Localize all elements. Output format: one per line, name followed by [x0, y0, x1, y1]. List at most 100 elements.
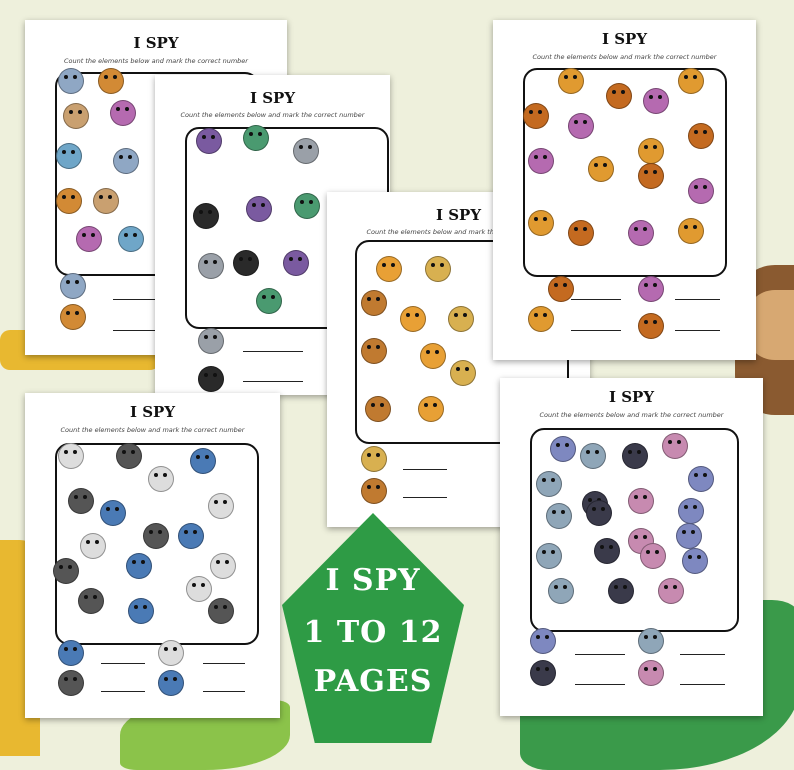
zebras-animal-icon	[78, 588, 104, 614]
giraffes-and-tigers-animal-icon	[425, 256, 451, 282]
zebras-animal-icon	[158, 670, 184, 696]
zebras-animal-icon	[208, 598, 234, 624]
lions-animal-icon	[528, 210, 554, 236]
zebras-animal-icon	[178, 523, 204, 549]
hippos-and-elephants-animal-icon	[536, 543, 562, 569]
answer-line	[675, 330, 720, 331]
zebras-animal-icon	[210, 553, 236, 579]
lions-animal-icon	[678, 218, 704, 244]
page-title: I SPY	[133, 34, 179, 52]
hippos-and-elephants-animal-icon	[688, 466, 714, 492]
lions-animal-icon	[558, 68, 584, 94]
page-subtitle: Count the elements below and mark the co…	[532, 53, 717, 61]
answer-line	[575, 654, 625, 655]
hippos-and-elephants-animal-icon	[548, 578, 574, 604]
answer-line	[575, 684, 625, 685]
badge-line-2: 1 TO 12	[303, 615, 443, 650]
lions-animal-icon	[638, 313, 664, 339]
lions-animal-icon	[643, 88, 669, 114]
answer-line	[243, 381, 303, 382]
giraffes-and-tigers-animal-icon	[400, 306, 426, 332]
answer-line	[203, 663, 245, 664]
page-title: I SPY	[601, 30, 648, 48]
hippos-and-elephants-animal-icon	[586, 500, 612, 526]
giraffes-and-tigers-animal-icon	[418, 396, 444, 422]
zebras-animal-icon	[158, 640, 184, 666]
turtles-and-bears-animal-icon	[198, 253, 224, 279]
turtles-and-bears-animal-icon	[233, 250, 259, 276]
safari-animals-animal-icon	[56, 188, 82, 214]
safari-animals-animal-icon	[93, 188, 119, 214]
lions-animal-icon	[678, 68, 704, 94]
turtles-and-bears-animal-icon	[243, 125, 269, 151]
turtles-and-bears-animal-icon	[256, 288, 282, 314]
answer-line	[680, 654, 725, 655]
zebras-animal-icon	[148, 466, 174, 492]
zebras-animal-icon	[58, 670, 84, 696]
lions-animal-icon	[628, 220, 654, 246]
giraffes-and-tigers-animal-icon	[376, 256, 402, 282]
safari-animals-animal-icon	[56, 143, 82, 169]
hippos-and-elephants-animal-icon	[580, 443, 606, 469]
hippos-and-elephants-animal-icon	[608, 578, 634, 604]
giraffes-and-tigers-animal-icon	[361, 478, 387, 504]
badge-line-1: I SPY	[325, 563, 421, 598]
answer-line	[243, 351, 303, 352]
lions-animal-icon	[568, 220, 594, 246]
answer-line	[675, 299, 720, 300]
zebras-animal-icon	[143, 523, 169, 549]
hippos-and-elephants-animal-icon	[678, 498, 704, 524]
hippos-and-elephants-animal-icon	[622, 443, 648, 469]
zebras-animal-icon	[116, 443, 142, 469]
hippos-and-elephants-animal-icon	[682, 548, 708, 574]
lions-animal-icon	[588, 156, 614, 182]
lions-animal-icon	[548, 276, 574, 302]
giraffes-and-tigers-animal-icon	[361, 290, 387, 316]
zebras-animal-icon	[58, 640, 84, 666]
answer-line	[101, 663, 145, 664]
giraffes-and-tigers-animal-icon	[448, 306, 474, 332]
giraffes-and-tigers-animal-icon	[420, 343, 446, 369]
page-subtitle: Count the elements below and mark the co…	[366, 228, 551, 236]
hippos-and-elephants-animal-icon	[638, 660, 664, 686]
lions-animal-icon	[528, 148, 554, 174]
lions-animal-icon	[688, 123, 714, 149]
giraffes-and-tigers-animal-icon	[365, 396, 391, 422]
page-subtitle: Count the elements below and mark the co…	[64, 57, 248, 65]
zebras-animal-icon	[68, 488, 94, 514]
page-title: I SPY	[129, 403, 176, 421]
hippos-and-elephants-animal-icon	[640, 543, 666, 569]
page-title: I SPY	[249, 89, 296, 107]
worksheet-page-zebras: I SPY Count the elements below and mark …	[25, 393, 280, 718]
safari-animals-animal-icon	[60, 304, 86, 330]
hippos-and-elephants-animal-icon	[536, 471, 562, 497]
safari-animals-animal-icon	[110, 100, 136, 126]
turtles-and-bears-animal-icon	[193, 203, 219, 229]
page-subtitle: Count the elements below and mark the co…	[180, 111, 365, 119]
hippos-and-elephants-animal-icon	[546, 503, 572, 529]
zebras-animal-icon	[208, 493, 234, 519]
turtles-and-bears-animal-icon	[198, 366, 224, 392]
hippos-and-elephants-animal-icon	[628, 488, 654, 514]
page-subtitle: Count the elements below and mark the co…	[539, 411, 724, 419]
zebras-animal-icon	[100, 500, 126, 526]
page-subtitle: Count the elements below and mark the co…	[60, 426, 245, 434]
safari-animals-animal-icon	[98, 68, 124, 94]
lions-animal-icon	[606, 83, 632, 109]
lions-animal-icon	[638, 163, 664, 189]
turtles-and-bears-animal-icon	[283, 250, 309, 276]
lions-animal-icon	[688, 178, 714, 204]
hippos-and-elephants-animal-icon	[638, 628, 664, 654]
hippos-and-elephants-animal-icon	[676, 523, 702, 549]
answer-line	[403, 469, 447, 470]
badge-line-3: PAGES	[313, 664, 433, 699]
zebras-animal-icon	[190, 448, 216, 474]
hippos-and-elephants-animal-icon	[594, 538, 620, 564]
answer-line	[113, 330, 173, 331]
safari-animals-animal-icon	[76, 226, 102, 252]
turtles-and-bears-animal-icon	[198, 328, 224, 354]
answer-line	[403, 497, 447, 498]
giraffes-and-tigers-animal-icon	[450, 360, 476, 386]
zebras-animal-icon	[80, 533, 106, 559]
answer-line	[571, 330, 621, 331]
